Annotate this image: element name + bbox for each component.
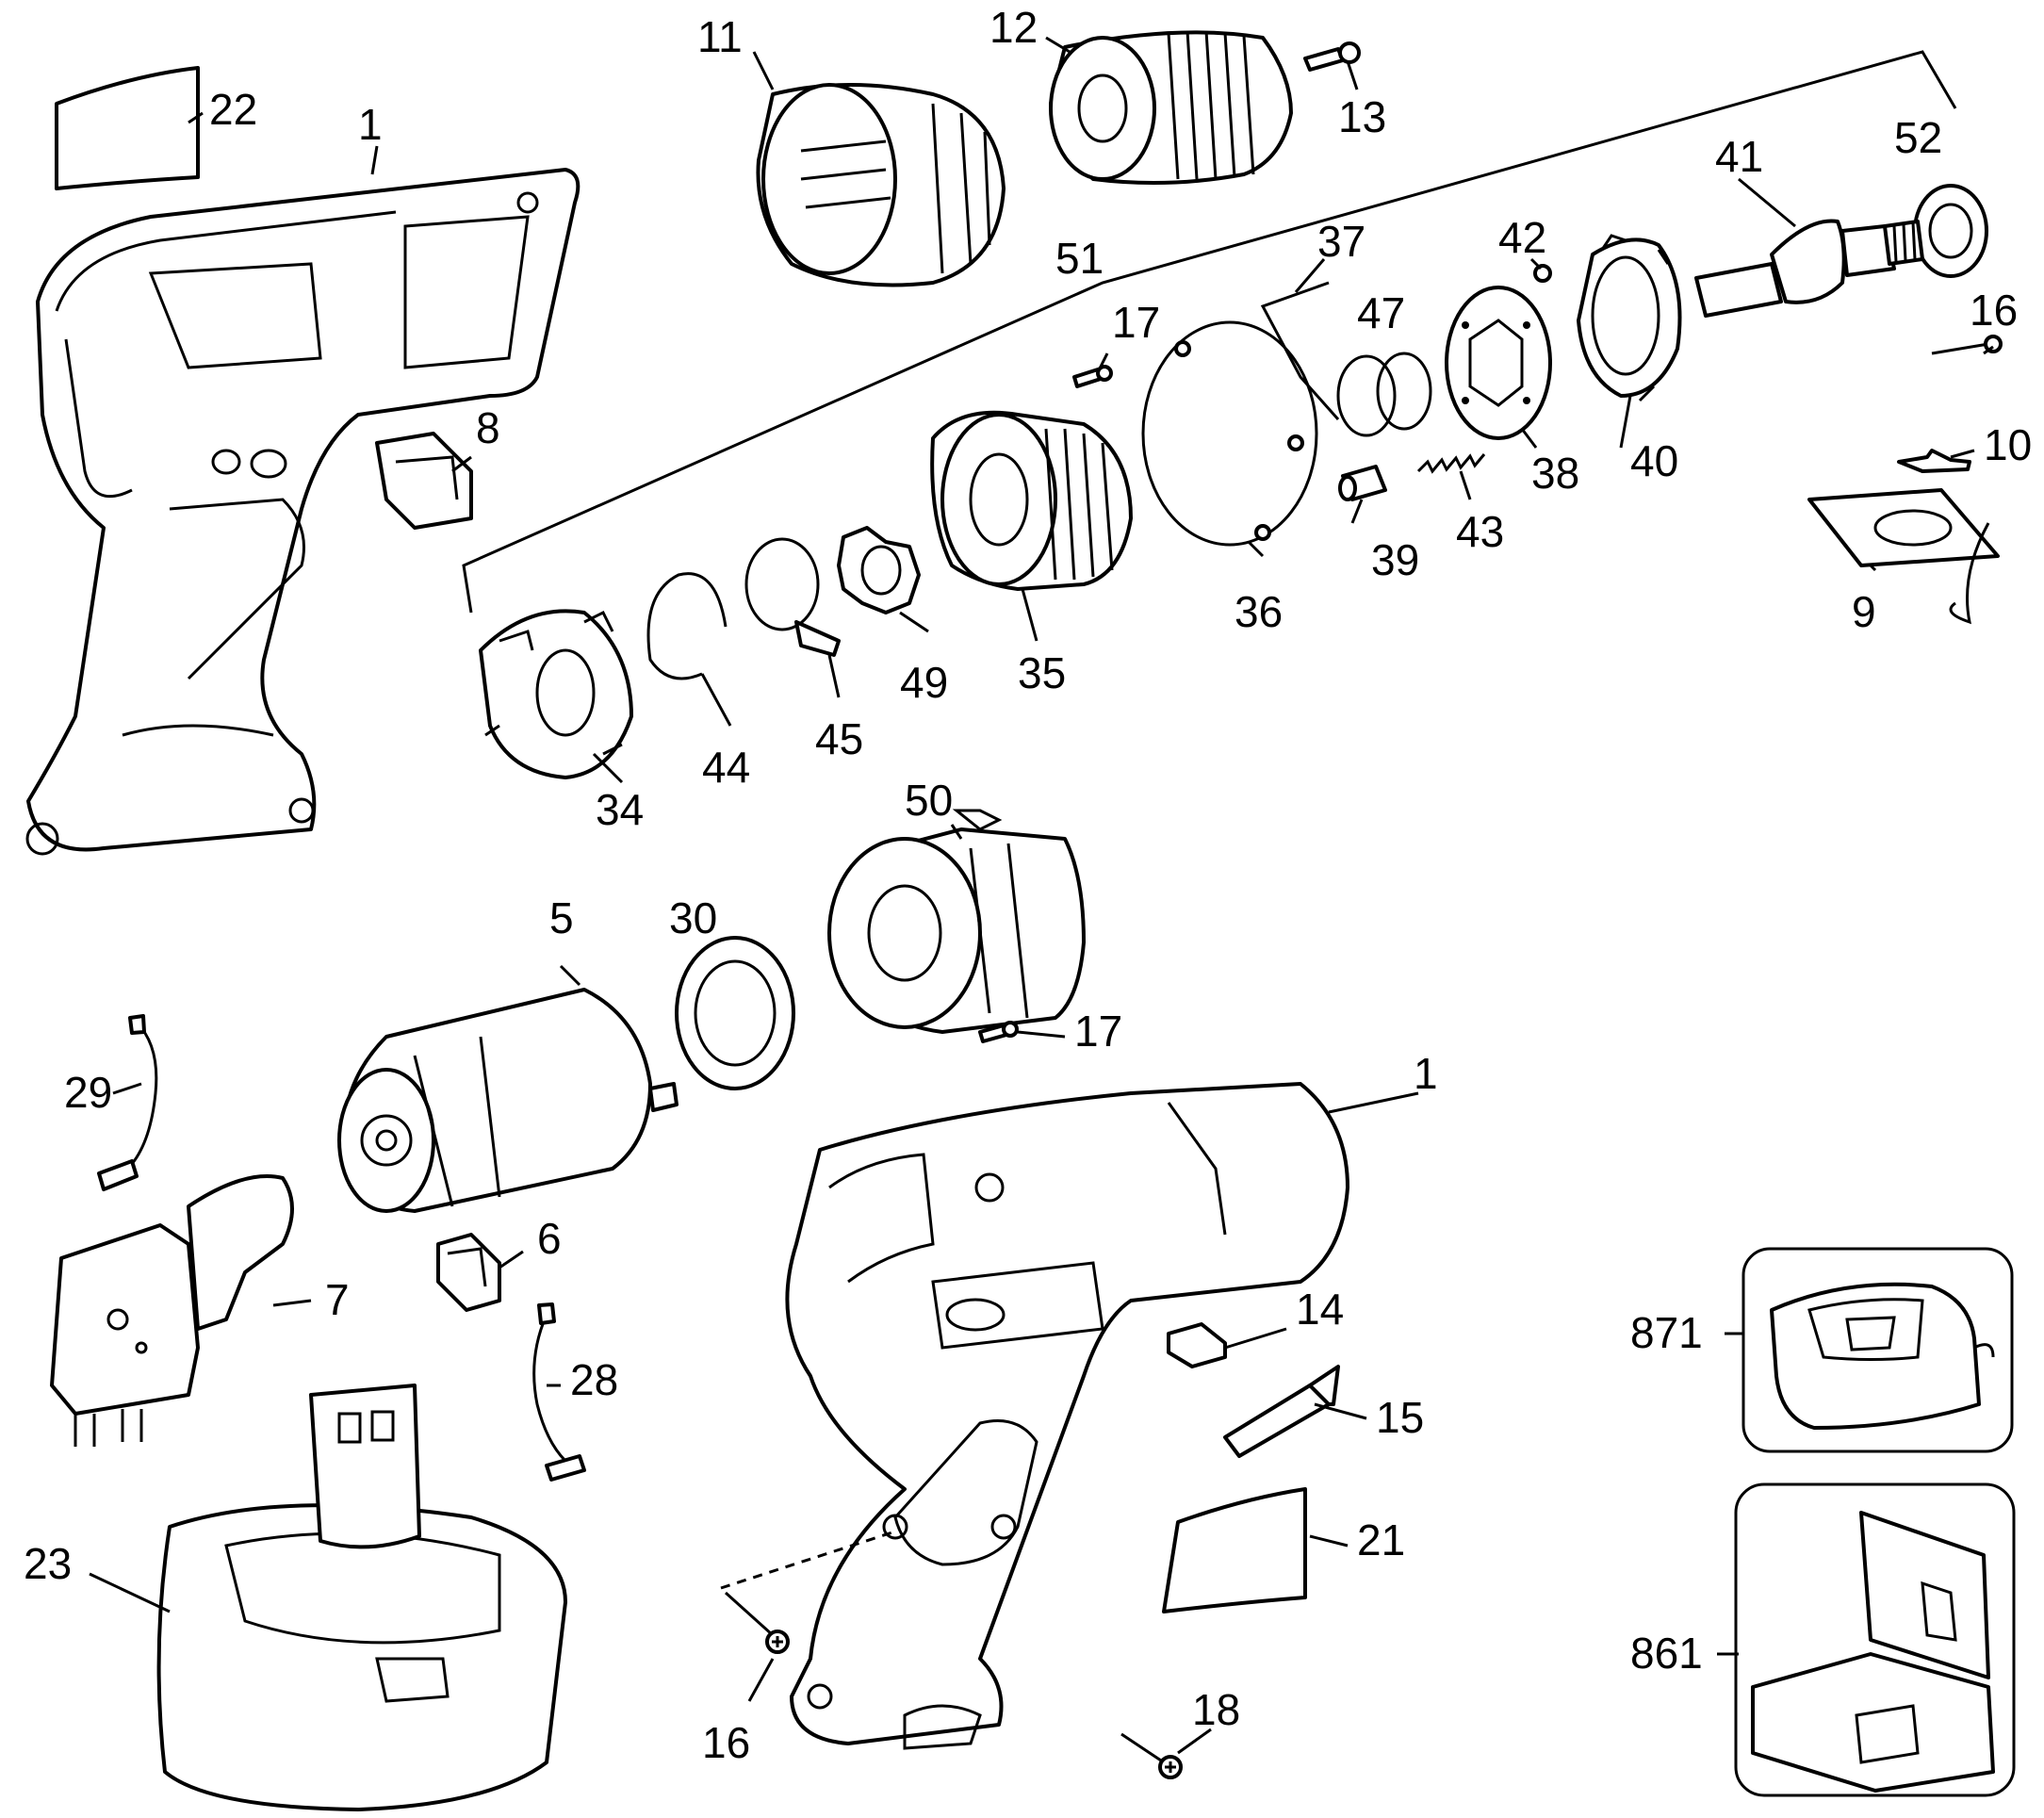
callout-38: 38 [1531, 449, 1579, 498]
callout-40: 40 [1630, 436, 1678, 485]
part-15-bit [1223, 1365, 1340, 1458]
part-41-spindle [1694, 219, 1924, 318]
callout-35: 35 [1018, 648, 1066, 697]
part-44-retaining-ring [646, 572, 728, 680]
callout-12: 12 [989, 3, 1038, 52]
part-17-screw-lower [978, 1021, 1019, 1043]
part-14-clip [1167, 1322, 1227, 1368]
part-12-chuck [1049, 30, 1293, 185]
callout-23: 23 [24, 1539, 72, 1588]
part-6-brush-holder [436, 1233, 501, 1312]
callout-14: 14 [1296, 1285, 1344, 1334]
callout-49: 49 [900, 658, 948, 707]
callout-34: 34 [596, 785, 644, 834]
callout-11: 11 [697, 12, 743, 61]
part-50-gearbox-housing [827, 809, 1086, 1034]
part-35-gear-case [930, 410, 1133, 591]
part-5-motor [337, 988, 679, 1213]
part-871-charger [1741, 1247, 2014, 1453]
callout-871: 871 [1630, 1308, 1703, 1357]
part-7-switch [50, 1174, 294, 1447]
part-22-label-sticker [55, 66, 200, 190]
part-8-clip [375, 432, 473, 530]
part-30-washer [675, 936, 795, 1090]
part-21-label-sticker [1162, 1487, 1307, 1613]
callout-51: 51 [1055, 234, 1104, 283]
part-34-gear-plate [479, 609, 633, 779]
callout-17-bottom: 17 [1074, 1007, 1122, 1056]
callout-36: 36 [1235, 587, 1283, 636]
part-45-shift-ring [744, 537, 841, 657]
callout-29: 29 [64, 1068, 112, 1117]
callout-45: 45 [815, 714, 863, 763]
part-40-ring-gear [1577, 234, 1682, 402]
callout-43: 43 [1456, 507, 1504, 556]
part-29-lead-wire [97, 1014, 158, 1191]
part-43-spring [1416, 453, 1486, 474]
callout-1-top: 1 [358, 100, 383, 149]
callout-30: 30 [669, 893, 717, 942]
callout-44: 44 [702, 743, 750, 792]
dashed-leader-16 [720, 1530, 896, 1590]
callout-1-bottom: 1 [1414, 1049, 1438, 1098]
callout-15: 15 [1376, 1393, 1424, 1442]
callout-9: 9 [1852, 587, 1876, 636]
part-47-springs [1336, 352, 1432, 437]
part-9-plate [1807, 488, 2000, 625]
callout-50: 50 [905, 776, 953, 825]
callout-52: 52 [1894, 113, 1942, 162]
part-23-battery-pack [156, 1384, 567, 1811]
part-11-collar [756, 83, 1006, 287]
callout-861: 861 [1630, 1629, 1703, 1678]
callout-39: 39 [1371, 535, 1419, 584]
part-49-carrier [837, 526, 921, 614]
part-13-screw [1303, 41, 1361, 72]
callout-41: 41 [1715, 132, 1763, 181]
callout-labels: 22 1 11 12 13 51 52 41 42 37 17 47 16 8 … [24, 3, 2032, 1767]
callout-17-top: 17 [1112, 298, 1160, 347]
callout-16-bottom: 16 [702, 1718, 750, 1767]
callout-47: 47 [1357, 288, 1405, 337]
part-36-ring [1141, 320, 1318, 547]
part-10-clip [1897, 449, 1971, 473]
part-42-ball [1533, 264, 1552, 283]
part-37-wire-form [1260, 281, 1340, 420]
part-18-screw [1120, 1732, 1183, 1779]
callout-10: 10 [1984, 420, 2032, 469]
part-38-plate [1445, 286, 1552, 440]
callout-18: 18 [1192, 1685, 1240, 1734]
leader-lines [89, 36, 1994, 1755]
callout-13: 13 [1338, 92, 1386, 141]
part-39-pin [1338, 465, 1387, 501]
callout-5: 5 [549, 893, 574, 942]
callout-22: 22 [209, 85, 257, 134]
callout-7: 7 [325, 1275, 350, 1324]
callout-21: 21 [1357, 1515, 1405, 1564]
callout-28: 28 [570, 1355, 618, 1404]
callout-16-top: 16 [1970, 286, 2018, 335]
assembly-bracket-51 [462, 50, 1957, 614]
callout-37: 37 [1317, 217, 1365, 266]
callout-8: 8 [476, 403, 500, 452]
part-16-screw-upper [1931, 335, 2003, 355]
part-28-lead-wire [532, 1302, 586, 1482]
part-1-housing-left-half [25, 168, 580, 856]
part-52-washer [1913, 184, 1988, 278]
part-861-carry-case [1734, 1482, 2016, 1797]
callout-42: 42 [1498, 213, 1546, 262]
part-1-housing-right-half [785, 1082, 1349, 1750]
callout-6: 6 [537, 1214, 562, 1263]
part-16-screw-lower [724, 1591, 790, 1654]
part-17-screw-upper [1072, 365, 1113, 388]
